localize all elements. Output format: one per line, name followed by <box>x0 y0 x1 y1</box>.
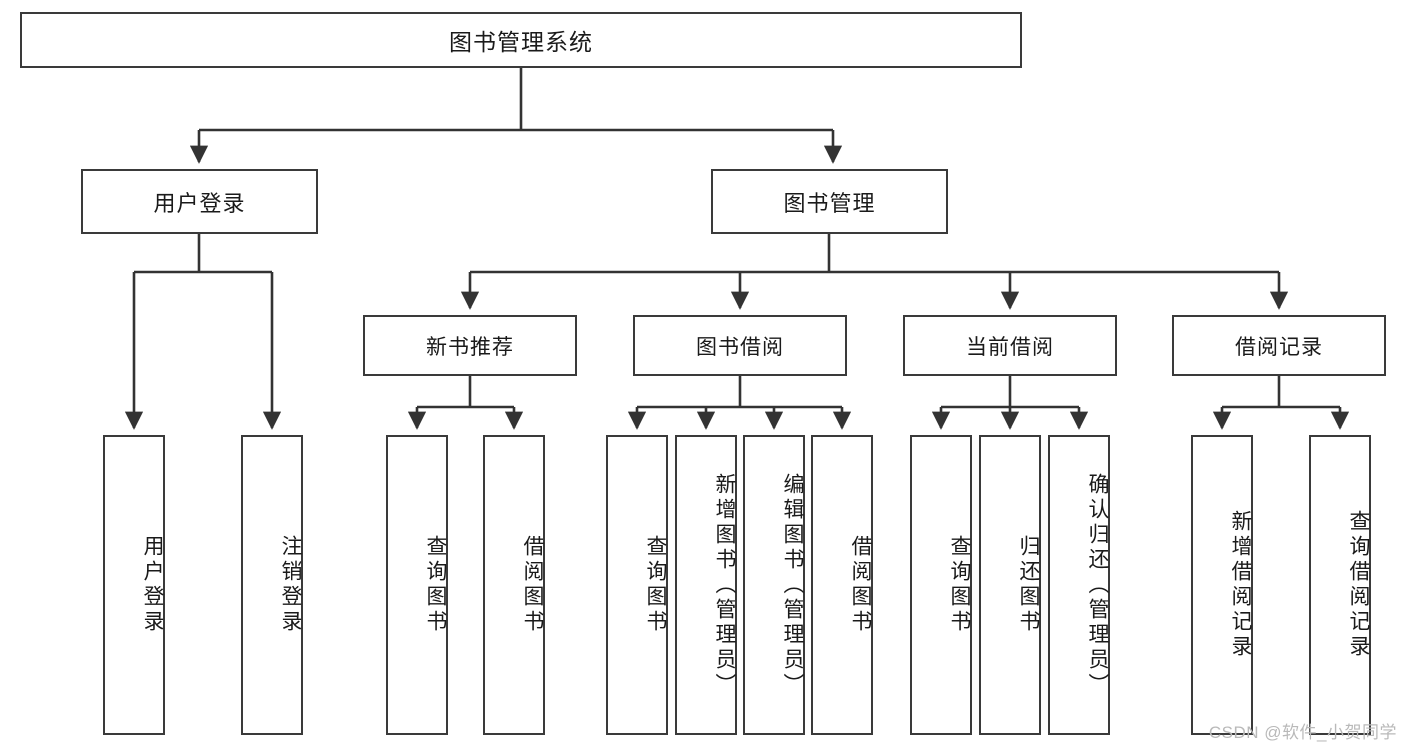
node-label: 借阅图书 <box>521 535 544 635</box>
node-label: 确认归还（管理员） <box>1086 472 1109 698</box>
node-book-manage[interactable]: 图书管理 <box>711 169 948 234</box>
node-label: 查询借阅记录 <box>1347 510 1370 660</box>
node-current-borrow[interactable]: 当前借阅 <box>903 315 1117 376</box>
leaf-borrow-book-under-new-book-recommend[interactable]: 借阅图书 <box>483 435 545 735</box>
node-label: 查询图书 <box>644 535 667 635</box>
leaf-borrow-book-under-book-borrow[interactable]: 借阅图书 <box>811 435 873 735</box>
node-label: 注销登录 <box>279 535 302 635</box>
node-label: 当前借阅 <box>966 335 1054 359</box>
leaf-edit-book-admin[interactable]: 编辑图书（管理员） <box>743 435 805 735</box>
leaf-confirm-return-admin[interactable]: 确认归还（管理员） <box>1048 435 1110 735</box>
leaf-query-book-under-new-book-recommend[interactable]: 查询图书 <box>386 435 448 735</box>
leaf-add-borrow-record[interactable]: 新增借阅记录 <box>1191 435 1253 735</box>
node-label: 图书管理 <box>783 190 876 216</box>
node-label: 新增图书（管理员） <box>713 472 736 698</box>
node-label: 用户登录 <box>153 190 246 216</box>
leaf-query-borrow-record[interactable]: 查询借阅记录 <box>1309 435 1371 735</box>
node-label: 新增借阅记录 <box>1229 510 1252 660</box>
leaf-add-book-admin[interactable]: 新增图书（管理员） <box>675 435 737 735</box>
node-label: 借阅记录 <box>1235 335 1323 359</box>
node-root-system[interactable]: 图书管理系统 <box>20 12 1022 68</box>
node-label: 查询图书 <box>424 535 447 635</box>
leaf-logout-login[interactable]: 注销登录 <box>241 435 303 735</box>
leaf-query-book-under-current-borrow[interactable]: 查询图书 <box>910 435 972 735</box>
leaf-return-book[interactable]: 归还图书 <box>979 435 1041 735</box>
node-label: 图书借阅 <box>696 335 784 359</box>
node-new-book-recommend[interactable]: 新书推荐 <box>363 315 577 376</box>
leaf-query-book-under-book-borrow[interactable]: 查询图书 <box>606 435 668 735</box>
leaf-user-login[interactable]: 用户登录 <box>103 435 165 735</box>
node-label: 图书管理系统 <box>449 29 593 55</box>
node-label: 新书推荐 <box>426 335 514 359</box>
node-borrow-record[interactable]: 借阅记录 <box>1172 315 1386 376</box>
node-label: 归还图书 <box>1017 535 1040 635</box>
node-label: 查询图书 <box>948 535 971 635</box>
node-label: 借阅图书 <box>849 535 872 635</box>
csdn-watermark: CSDN @软件_小贺同学 <box>1208 723 1397 742</box>
node-label: 编辑图书（管理员） <box>781 472 804 698</box>
node-book-borrow[interactable]: 图书借阅 <box>633 315 847 376</box>
node-user-login[interactable]: 用户登录 <box>81 169 318 234</box>
node-label: 用户登录 <box>141 535 164 635</box>
